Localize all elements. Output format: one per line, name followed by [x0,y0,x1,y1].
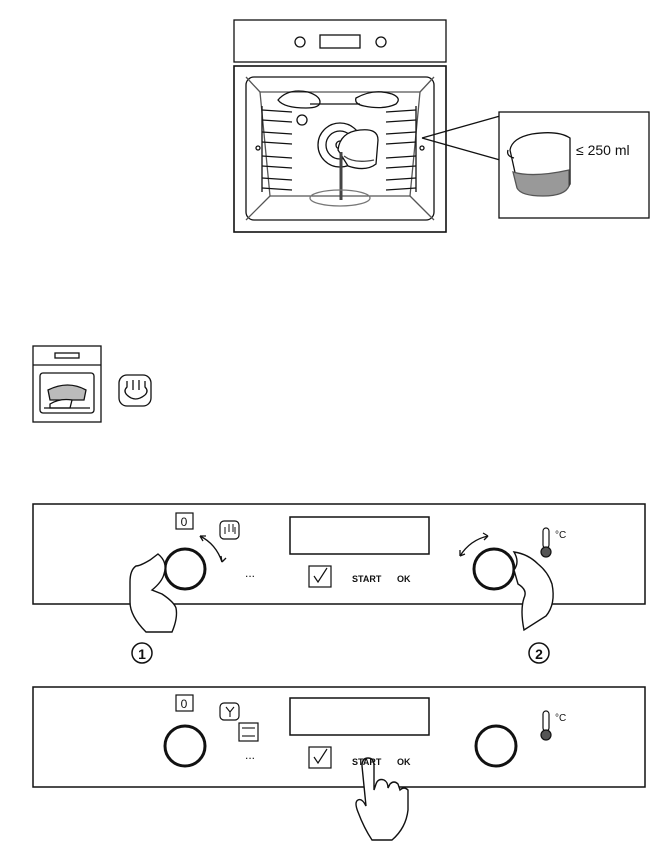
panel2-temp-unit: °C [555,713,566,724]
oven-knob-right [375,36,387,48]
panel2-zero-label: 0 [181,697,188,711]
panel2-ellipsis: ... [245,748,255,762]
panel2-pressing-hand [355,757,409,841]
measure-label: ≤ 250 ml [576,142,630,158]
oven-display [319,34,361,49]
step-1-marker [131,642,153,664]
panel2-start-button[interactable]: START [352,757,382,767]
panel2-checklist-icon[interactable] [308,746,332,769]
control-panel-1 [32,503,646,664]
panel2-display [289,697,430,736]
oven-tray-icon [32,345,102,423]
oven-body [233,65,447,233]
panel1-function-icon [219,520,240,540]
oven-cavity [245,76,435,221]
step-2-label: 2 [535,646,543,662]
panel1-left-hand [129,553,178,633]
control-panel-2 [32,686,646,841]
panel1-checklist-icon[interactable] [308,565,332,588]
panel1-ok-button[interactable]: OK [397,574,411,584]
panel2-thermometer-icon [540,710,552,741]
panel1-temp-unit: °C [555,530,566,541]
step-1-label: 1 [138,646,146,662]
oven-control-strip [233,19,447,63]
panel2-frame [32,686,646,788]
oven-water-illustration [233,19,650,233]
panel2-function-knob[interactable] [163,724,207,768]
panel1-zero-label: 0 [181,515,188,529]
step-2-marker [528,642,550,664]
panel2-ok-button[interactable]: OK [397,757,411,767]
panel1-start-button[interactable]: START [352,574,382,584]
panel1-thermometer-icon [540,527,552,558]
panel1-display [289,516,430,555]
steam-function-icon [118,374,152,407]
panel2-heat-icon [238,722,259,742]
panel1-right-hand [512,551,554,632]
panel2-fan-icon [219,702,240,721]
panel2-temperature-knob[interactable] [474,724,518,768]
panel1-ellipsis: ... [245,566,255,580]
oven-knob-left [294,36,306,48]
